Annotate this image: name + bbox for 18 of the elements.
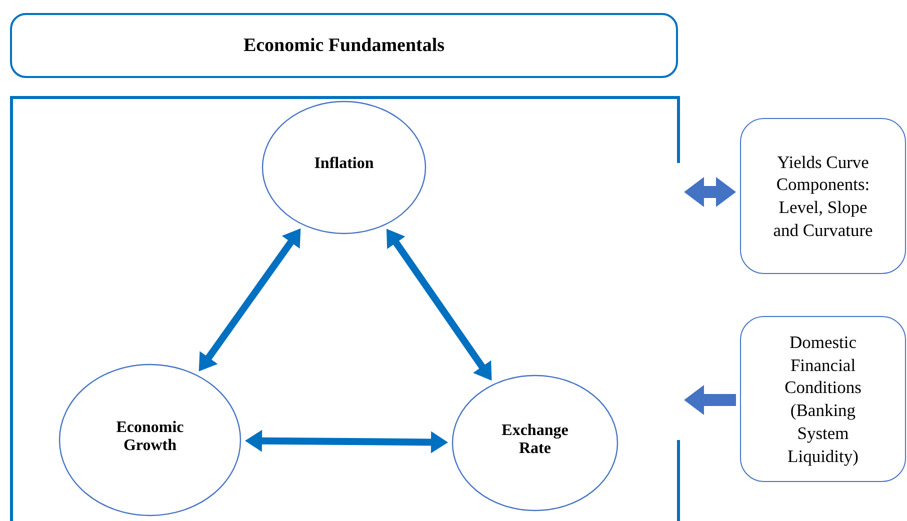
box-label: Domestic Financial Conditions (Banking System Liquidity) xyxy=(784,330,862,468)
node-label: Exchange Rate xyxy=(500,422,570,458)
box-label: Yields Curve Components: Level, Slope and Curvature xyxy=(772,150,874,242)
arrow xyxy=(684,385,736,415)
ellipse-node xyxy=(452,375,618,511)
ellipse-node xyxy=(59,364,241,516)
rounded-box xyxy=(740,316,906,482)
heading-box xyxy=(10,13,678,78)
node-label: Economic Growth xyxy=(115,418,185,456)
group-frame xyxy=(10,96,680,521)
ellipse-node xyxy=(262,101,426,234)
rounded-box xyxy=(740,118,906,274)
double-arrow xyxy=(198,228,301,372)
double-arrow xyxy=(386,228,492,381)
double-arrow xyxy=(245,430,448,454)
heading-text: Economic Fundamentals xyxy=(243,34,445,56)
double-arrow xyxy=(684,177,736,207)
node-label: Inflation xyxy=(314,155,374,174)
